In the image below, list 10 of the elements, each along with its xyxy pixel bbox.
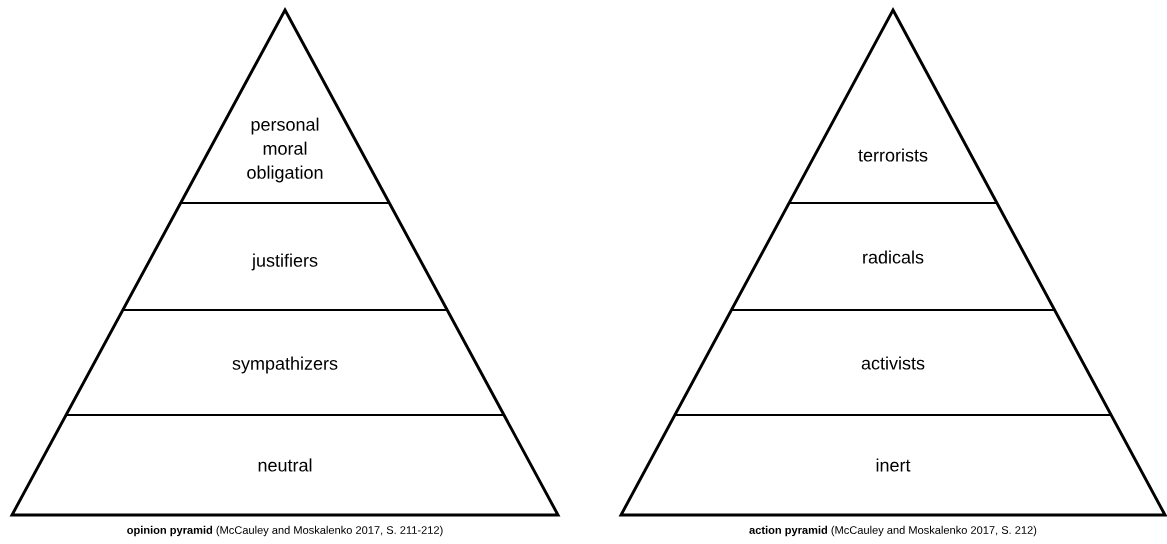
pyramid-layer: personal moral obligation xyxy=(179,117,391,204)
node-label: opinion pyramid (McCauley and Moskalenko 2017, S. 211-212) xyxy=(127,525,443,537)
pyramid-layer: sympathizers xyxy=(65,356,505,416)
pyramid-layer: neutral xyxy=(258,458,312,472)
pyramid-layer: activists xyxy=(673,356,1113,416)
pyramid-layer: inert xyxy=(876,458,911,472)
pyramid-layer: radicals xyxy=(730,250,1056,311)
node-label: action pyramid (McCauley and Moskalenko 2017, S. 212) xyxy=(749,525,1037,537)
pyramid-layer: justifiers xyxy=(121,253,449,311)
pyramid-layer: terrorists xyxy=(788,148,998,204)
